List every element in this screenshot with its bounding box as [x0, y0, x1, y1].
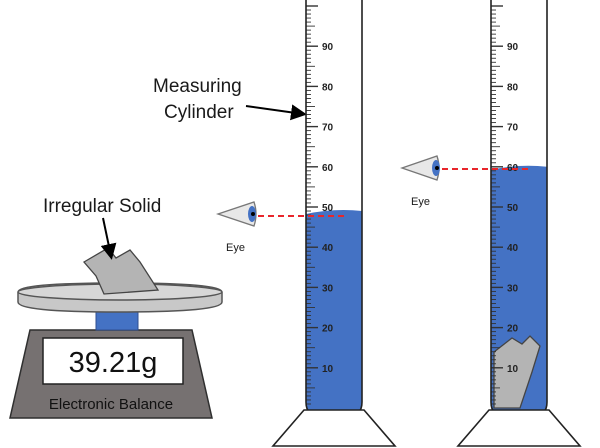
balance-display [42, 337, 184, 385]
eye-2-label: Eye [411, 196, 430, 208]
cylinder-2-scale-label: 10 [507, 364, 519, 375]
balance-reading: 39.21g [69, 347, 158, 379]
balance-caption: Electronic Balance [49, 396, 173, 413]
cylinder-1-scale-label: 30 [322, 283, 334, 294]
eye-1-pupil [251, 212, 255, 216]
eye-1-label: Eye [226, 242, 245, 254]
cylinder-1-scale-label: 80 [322, 82, 334, 93]
cylinder-2-scale-label: 90 [507, 42, 519, 53]
cylinder-1-base [271, 409, 397, 447]
cylinder-1-scale-label: 40 [322, 243, 334, 254]
cylinder-label-line1: Measuring [153, 76, 242, 97]
cylinder-2-scale-label: 30 [507, 283, 519, 294]
cylinder-1-scale: 10 20 30 40 50 60 70 80 90 [306, 5, 334, 405]
cylinder-1-scale-label: 20 [322, 324, 334, 335]
electronic-balance: 39.21g Electronic Balance [9, 282, 223, 419]
measuring-cylinder-1: 10 20 30 40 50 60 70 80 90 [271, 0, 397, 447]
cylinder-2-scale-label: 80 [507, 82, 519, 93]
cylinder-1-scale-label: 10 [322, 364, 334, 375]
cylinder-1-scale-label: 90 [322, 42, 334, 53]
cylinder-2-scale-label: 50 [507, 203, 519, 214]
cylinder-1-water [306, 210, 362, 416]
cylinder-label-line2: Cylinder [164, 102, 234, 123]
cylinder-label-pointer [245, 104, 307, 121]
cylinder-1-scale-label: 50 [322, 203, 334, 214]
irregular-solid-label: Irregular Solid [43, 196, 161, 217]
cylinder-2-scale-label: 70 [507, 123, 519, 134]
cylinder-1-scale-label: 70 [322, 123, 334, 134]
eye-2-pupil [435, 166, 439, 170]
eye-2 [399, 155, 440, 181]
irregular-solid-in-cylinder [493, 335, 541, 409]
cylinder-2-base [456, 409, 582, 447]
cylinder-1-scale-label: 60 [322, 163, 334, 174]
balance-stem [95, 311, 139, 331]
eye-1 [215, 201, 257, 227]
cylinder-2-scale-label: 40 [507, 243, 519, 254]
irregular-solid-pointer [100, 217, 117, 260]
cylinder-2-scale-label: 20 [507, 324, 519, 335]
